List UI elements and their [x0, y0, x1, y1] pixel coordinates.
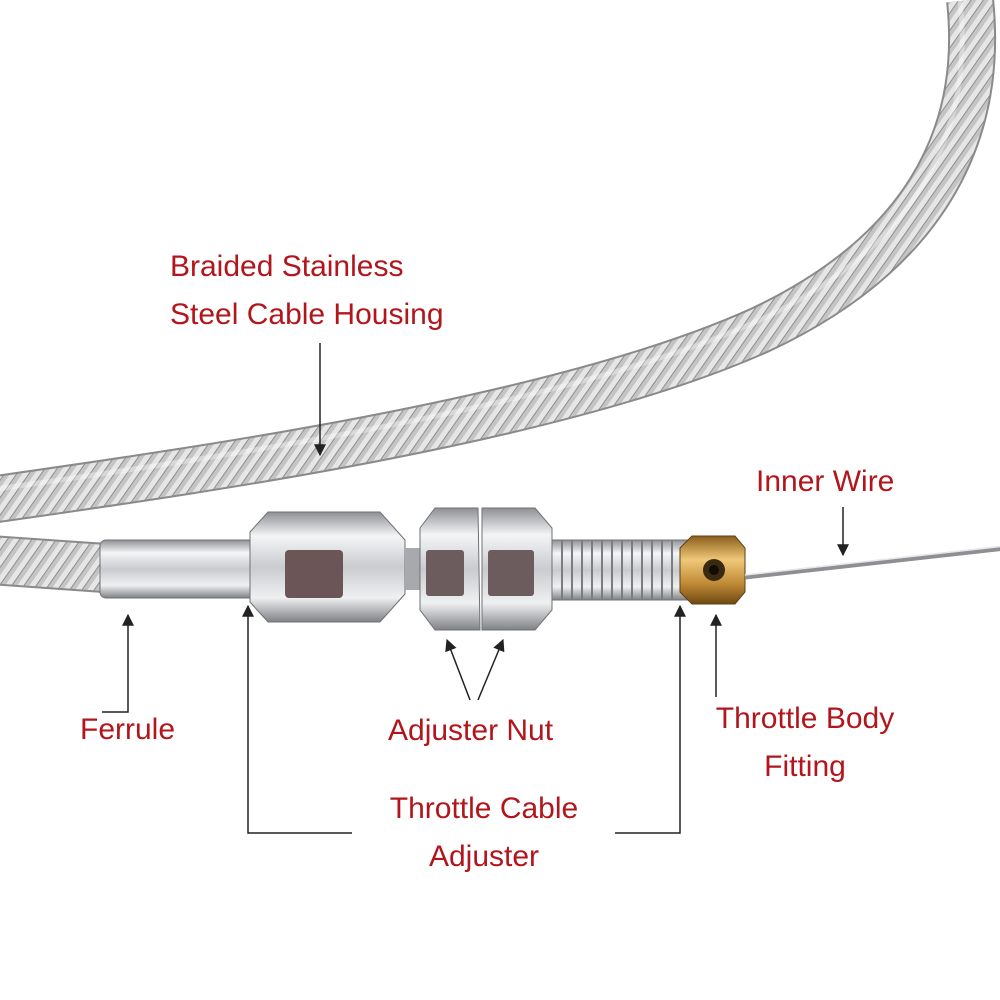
- cable-adjuster-arrow-left: [242, 604, 352, 834]
- ferrule-arrow: [102, 613, 134, 713]
- label-throttle-cable-line1: Throttle Cable: [389, 792, 579, 825]
- adjuster-nuts: [419, 507, 553, 631]
- label-throttle-body-line1: Throttle Body: [715, 702, 895, 735]
- label-adjuster-nut: Adjuster Nut: [388, 714, 554, 747]
- label-braided-housing-line1: Braided Stainless: [170, 250, 404, 283]
- label-inner-wire: Inner Wire: [756, 465, 895, 498]
- adjuster-nut-arrow-left: [445, 638, 471, 701]
- cable-adjuster-arrow-right: [615, 604, 686, 834]
- label-throttle-cable-adjuster: Throttle Cable Adjuster: [368, 785, 600, 881]
- label-ferrule: Ferrule: [80, 713, 176, 746]
- ferrule-part: [99, 539, 261, 599]
- label-throttle-body-line2: Fitting: [764, 750, 846, 783]
- brass-fitting: [679, 535, 746, 605]
- adjuster-nut-arrow-right: [477, 638, 505, 701]
- threaded-rod: [551, 539, 688, 601]
- braided-housing: [0, 0, 997, 593]
- leader-lines: [102, 343, 849, 834]
- label-braided-housing-line2: Steel Cable Housing: [170, 298, 444, 331]
- label-braided-housing: Braided Stainless Steel Cable Housing: [170, 243, 444, 339]
- label-throttle-cable-line2: Adjuster: [428, 840, 540, 873]
- inner-wire: [744, 545, 1000, 580]
- label-throttle-body-fitting: Throttle Body Fitting: [700, 695, 910, 791]
- adjuster-body: [249, 511, 420, 623]
